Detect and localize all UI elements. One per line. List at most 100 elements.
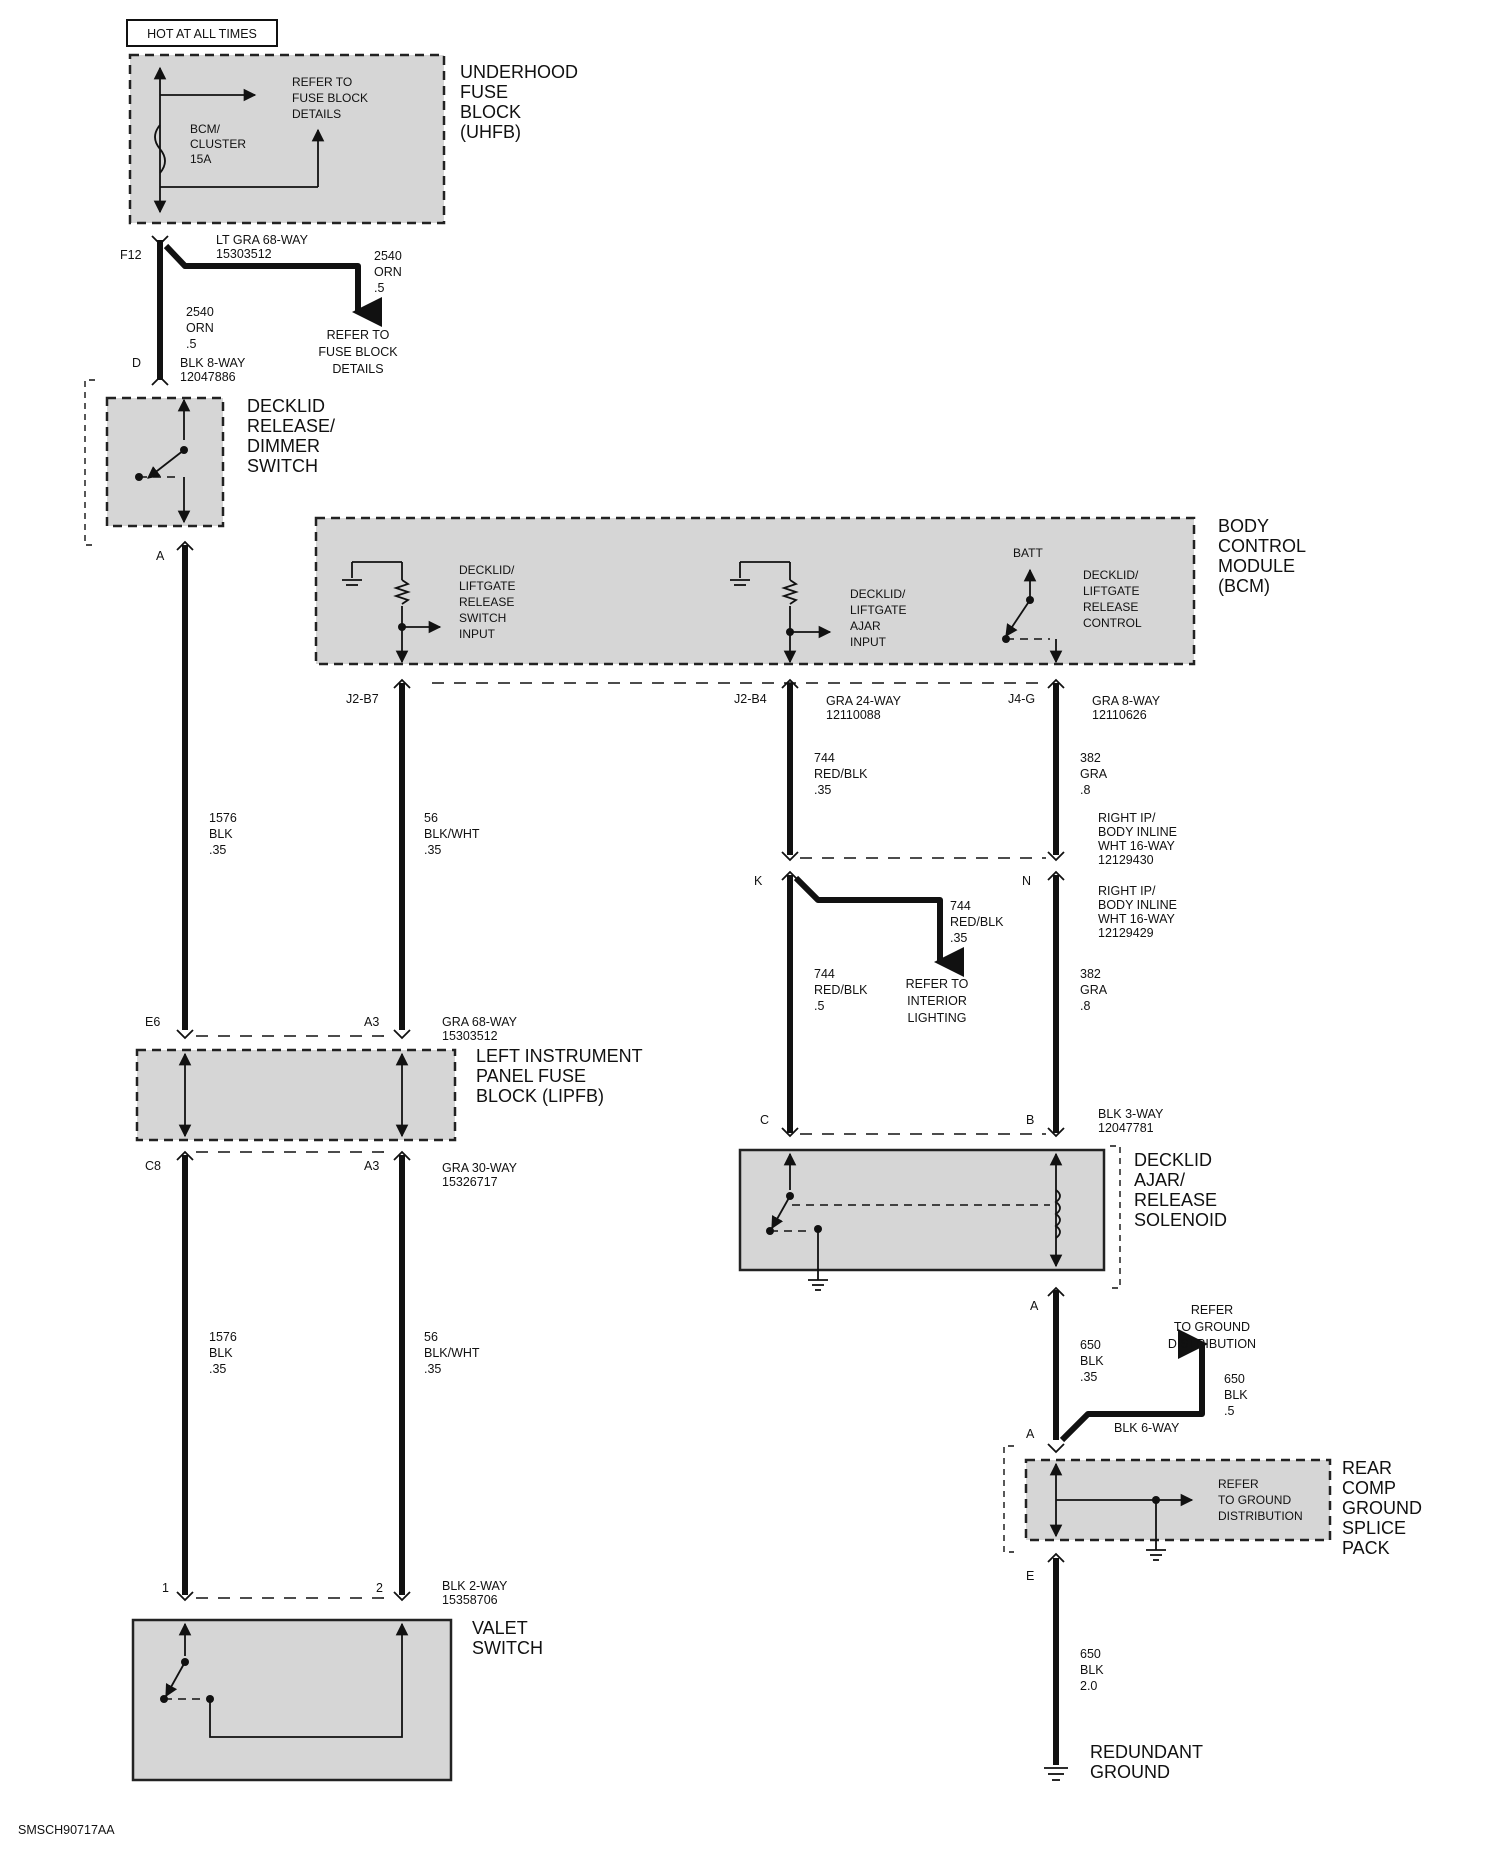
body-control-module xyxy=(314,516,1196,666)
svg-text:MODULE: MODULE xyxy=(1218,556,1295,576)
svg-text:DETAILS: DETAILS xyxy=(332,362,383,376)
svg-text:56: 56 xyxy=(424,1330,438,1344)
svg-text:RED/BLK: RED/BLK xyxy=(950,915,1004,929)
svg-text:.35: .35 xyxy=(209,843,226,857)
svg-text:GRA 24-WAY: GRA 24-WAY xyxy=(826,694,902,708)
redundant-ground-symbol xyxy=(1044,1767,1068,1781)
svg-text:REFER TO: REFER TO xyxy=(327,328,390,342)
svg-text:GROUND: GROUND xyxy=(1342,1498,1422,1518)
svg-text:LEFT INSTRUMENT: LEFT INSTRUMENT xyxy=(476,1046,643,1066)
svg-text:GROUND: GROUND xyxy=(1090,1762,1170,1782)
bcm-name: BODY CONTROL MODULE (BCM) xyxy=(1218,516,1306,596)
svg-text:REFER TO: REFER TO xyxy=(906,977,969,991)
svg-text:INPUT: INPUT xyxy=(459,627,496,641)
svg-text:382: 382 xyxy=(1080,967,1101,981)
pin-j4-g: J4-G xyxy=(1008,692,1035,706)
wire-744-branch xyxy=(793,875,964,977)
pin-e: E xyxy=(1026,1569,1034,1583)
svg-text:.35: .35 xyxy=(424,1362,441,1376)
pin-e6: E6 xyxy=(145,1015,160,1029)
svg-text:HOT AT ALL TIMES: HOT AT ALL TIMES xyxy=(147,27,257,41)
svg-text:AJAR/: AJAR/ xyxy=(1134,1170,1185,1190)
svg-text:FUSE BLOCK: FUSE BLOCK xyxy=(318,345,398,359)
svg-text:BLK 2-WAY: BLK 2-WAY xyxy=(442,1579,508,1593)
svg-text:RELEASE: RELEASE xyxy=(1134,1190,1217,1210)
pin-a-solenoid: A xyxy=(1030,1299,1039,1313)
svg-text:BLK/WHT: BLK/WHT xyxy=(424,827,480,841)
svg-text:DECKLID/: DECKLID/ xyxy=(459,563,515,577)
svg-text:15326717: 15326717 xyxy=(442,1175,498,1189)
svg-text:CONTROL: CONTROL xyxy=(1218,536,1306,556)
svg-text:650: 650 xyxy=(1080,1338,1101,1352)
svg-text:744: 744 xyxy=(950,899,971,913)
svg-text:2.0: 2.0 xyxy=(1080,1679,1097,1693)
svg-text:.8: .8 xyxy=(1080,999,1090,1013)
figure-id: SMSCH90717AA xyxy=(18,1823,115,1837)
pin-j2-b7: J2-B7 xyxy=(346,692,379,706)
svg-text:REAR: REAR xyxy=(1342,1458,1392,1478)
uhfb-refer-line3: DETAILS xyxy=(292,107,341,121)
svg-text:SWITCH: SWITCH xyxy=(247,456,318,476)
pin-f12: F12 xyxy=(120,248,142,262)
svg-text:RED/BLK: RED/BLK xyxy=(814,983,868,997)
splice-refer-line2: TO GROUND xyxy=(1218,1493,1291,1507)
uhfb-connector-line1: LT GRA 68-WAY xyxy=(216,233,309,247)
pin-c: C xyxy=(760,1113,769,1127)
valet-switch-name: VALET SWITCH xyxy=(472,1618,543,1658)
decklid-ajar-release-solenoid xyxy=(738,1148,1106,1291)
svg-text:BLK: BLK xyxy=(1224,1388,1248,1402)
svg-text:ORN: ORN xyxy=(374,265,402,279)
svg-text:12047781: 12047781 xyxy=(1098,1121,1154,1135)
svg-text:.5: .5 xyxy=(814,999,824,1013)
svg-text:LIFTGATE: LIFTGATE xyxy=(850,603,906,617)
svg-text:12110088: 12110088 xyxy=(826,708,881,722)
pin-2: 2 xyxy=(376,1581,383,1595)
svg-text:.35: .35 xyxy=(950,931,967,945)
svg-text:SPLICE: SPLICE xyxy=(1342,1518,1406,1538)
svg-text:SWITCH: SWITCH xyxy=(472,1638,543,1658)
svg-text:BODY INLINE: BODY INLINE xyxy=(1098,825,1177,839)
left-instrument-panel-fuse-block xyxy=(135,1048,457,1142)
svg-text:DECKLID: DECKLID xyxy=(247,396,325,416)
splice-refer-line3: DISTRIBUTION xyxy=(1218,1509,1303,1523)
svg-text:(BCM): (BCM) xyxy=(1218,576,1270,596)
svg-text:382: 382 xyxy=(1080,751,1101,765)
svg-text:.35: .35 xyxy=(814,783,831,797)
svg-text:1576: 1576 xyxy=(209,811,237,825)
pin-n: N xyxy=(1022,874,1031,888)
uhfb-name: UNDERHOOD FUSE BLOCK (UHFB) xyxy=(460,62,578,142)
svg-text:AJAR: AJAR xyxy=(850,619,881,633)
splice-refer-line1: REFER xyxy=(1218,1477,1259,1491)
wire-650-branch xyxy=(1059,1329,1208,1443)
svg-text:2540: 2540 xyxy=(374,249,402,263)
svg-text:744: 744 xyxy=(814,967,835,981)
svg-text:COMP: COMP xyxy=(1342,1478,1396,1498)
hot-at-all-times-label: HOT AT ALL TIMES xyxy=(126,19,278,47)
pin-j2-b4: J2-B4 xyxy=(734,692,767,706)
svg-text:56: 56 xyxy=(424,811,438,825)
svg-text:1576: 1576 xyxy=(209,1330,237,1344)
svg-text:15303512: 15303512 xyxy=(442,1029,498,1043)
svg-text:PANEL FUSE: PANEL FUSE xyxy=(476,1066,586,1086)
svg-text:TO GROUND: TO GROUND xyxy=(1174,1320,1250,1334)
svg-text:LIGHTING: LIGHTING xyxy=(907,1011,966,1025)
svg-text:.35: .35 xyxy=(209,1362,226,1376)
svg-text:VALET: VALET xyxy=(472,1618,528,1638)
svg-text:INTERIOR: INTERIOR xyxy=(907,994,967,1008)
svg-text:PACK: PACK xyxy=(1342,1538,1390,1558)
wire-2540-branch xyxy=(163,243,382,327)
svg-text:CONTROL: CONTROL xyxy=(1083,616,1142,630)
svg-text:650: 650 xyxy=(1224,1372,1245,1386)
svg-text:BLOCK (LIPFB): BLOCK (LIPFB) xyxy=(476,1086,604,1106)
svg-text:.8: .8 xyxy=(1080,783,1090,797)
svg-text:650: 650 xyxy=(1080,1647,1101,1661)
svg-text:DISTRIBUTION: DISTRIBUTION xyxy=(1168,1337,1256,1351)
svg-text:ORN: ORN xyxy=(186,321,214,335)
svg-text:GRA 8-WAY: GRA 8-WAY xyxy=(1092,694,1161,708)
svg-text:RELEASE: RELEASE xyxy=(459,595,514,609)
fuse-label-line2: CLUSTER xyxy=(190,137,246,151)
rear-comp-ground-splice-pack: REFER TO GROUND DISTRIBUTION xyxy=(1024,1458,1332,1561)
svg-text:.5: .5 xyxy=(374,281,384,295)
svg-text:SOLENOID: SOLENOID xyxy=(1134,1210,1227,1230)
svg-text:GRA: GRA xyxy=(1080,767,1108,781)
